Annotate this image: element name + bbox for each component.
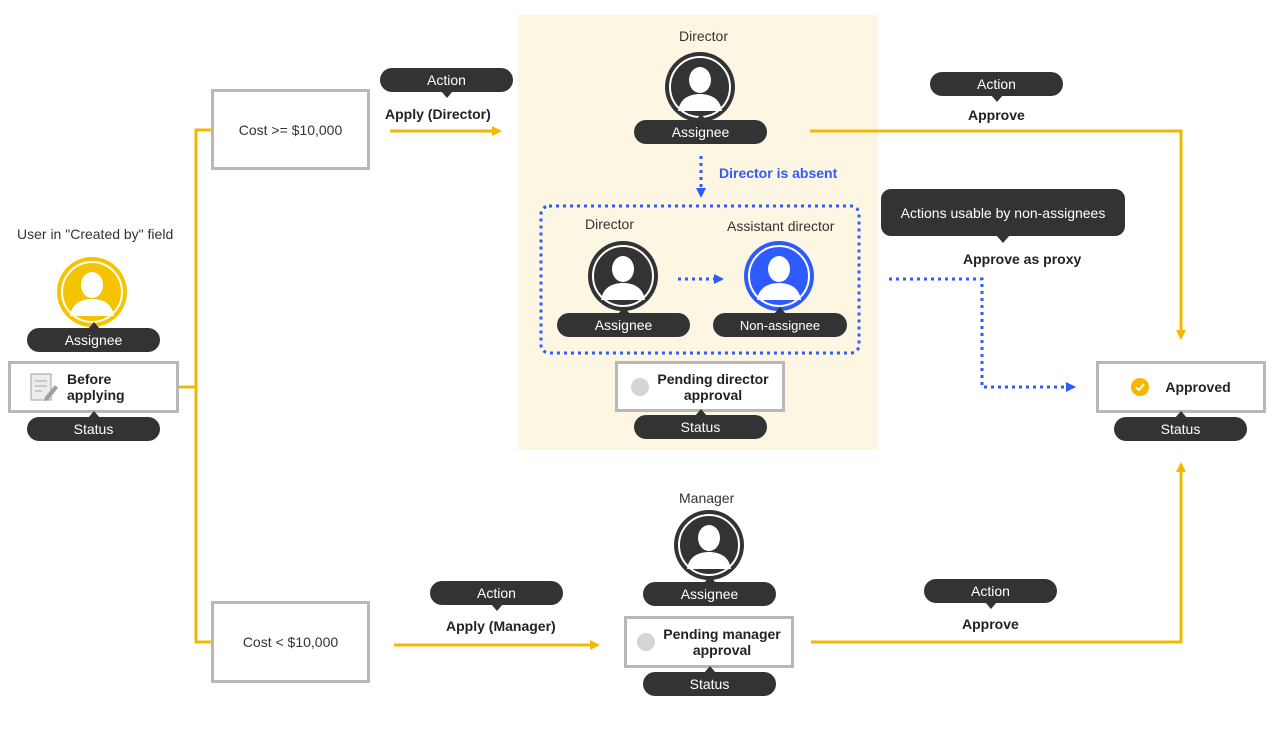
- proxy-director-avatar-icon: [588, 241, 658, 311]
- creator-title: User in "Created by" field: [17, 226, 174, 242]
- director-title: Director: [679, 28, 729, 44]
- creator-status-line1: Before: [67, 371, 112, 387]
- approve-director-arrow: [810, 129, 1186, 340]
- pending-status-icon: [631, 377, 650, 396]
- creator-avatar-icon: [57, 257, 127, 327]
- manager-status-line2: approval: [692, 642, 752, 658]
- pending-status-icon: [637, 633, 656, 651]
- proxy-director-role-tag: Assignee: [557, 307, 690, 337]
- approve-director-action-tag: Action: [930, 72, 1063, 102]
- creator-role-tag: Assignee: [27, 322, 160, 352]
- director-status-box: Pending director approval: [615, 361, 785, 412]
- manager-role-tag: Assignee: [643, 576, 776, 606]
- apply-director-action-tag: Action: [380, 68, 513, 98]
- condition-low-box: Cost < $10,000: [211, 601, 370, 683]
- manager-avatar-icon: [674, 510, 744, 580]
- apply-manager-action-tag: Action: [430, 581, 563, 611]
- director-status-line1: Pending director: [657, 370, 769, 387]
- approved-status-tag: Status: [1114, 411, 1247, 441]
- apply-director-label: Apply (Director): [385, 106, 491, 122]
- director-status-tag: Status: [634, 409, 767, 439]
- condition-high-box: Cost >= $10,000: [211, 89, 370, 170]
- assistant-director-role-tag: Non-assignee: [713, 307, 847, 337]
- director-status-line2: approval: [683, 386, 743, 403]
- proxy-container: [539, 204, 861, 355]
- approve-manager-label: Approve: [962, 616, 1019, 632]
- proxy-actions-bubble: Actions usable by non-assignees: [881, 189, 1125, 243]
- assistant-director-avatar-icon: [744, 241, 814, 311]
- document-edit-icon: [30, 373, 58, 401]
- creator-status-line2: applying: [67, 387, 125, 403]
- proxy-director-title: Director: [585, 216, 635, 232]
- check-icon: [1135, 383, 1146, 392]
- director-avatar-icon: [665, 52, 735, 122]
- approve-manager-action-tag: Action: [924, 579, 1057, 609]
- director-absent-label: Director is absent: [719, 165, 838, 181]
- approve-as-proxy-label: Approve as proxy: [963, 251, 1082, 267]
- approve-director-label: Approve: [968, 107, 1025, 123]
- creator-status-box: Before applying: [8, 361, 179, 413]
- branch-line: [179, 128, 212, 389]
- branch-line: [194, 387, 212, 644]
- manager-status-tag: Status: [643, 666, 776, 696]
- approved-label: Approved: [1165, 379, 1231, 395]
- apply-manager-label: Apply (Manager): [446, 618, 556, 634]
- approved-status-box: Approved: [1096, 361, 1266, 413]
- creator-status-tag: Status: [27, 411, 160, 441]
- proxy-approve-arrow: [889, 277, 1076, 392]
- assistant-director-title: Assistant director: [727, 218, 835, 234]
- director-role-tag: Assignee: [634, 114, 767, 144]
- manager-status-line1: Pending manager: [663, 626, 781, 642]
- check-circle-icon: [1131, 378, 1150, 396]
- approve-manager-arrow: [811, 462, 1186, 644]
- manager-status-box: Pending manager approval: [624, 616, 794, 668]
- manager-title: Manager: [679, 490, 735, 506]
